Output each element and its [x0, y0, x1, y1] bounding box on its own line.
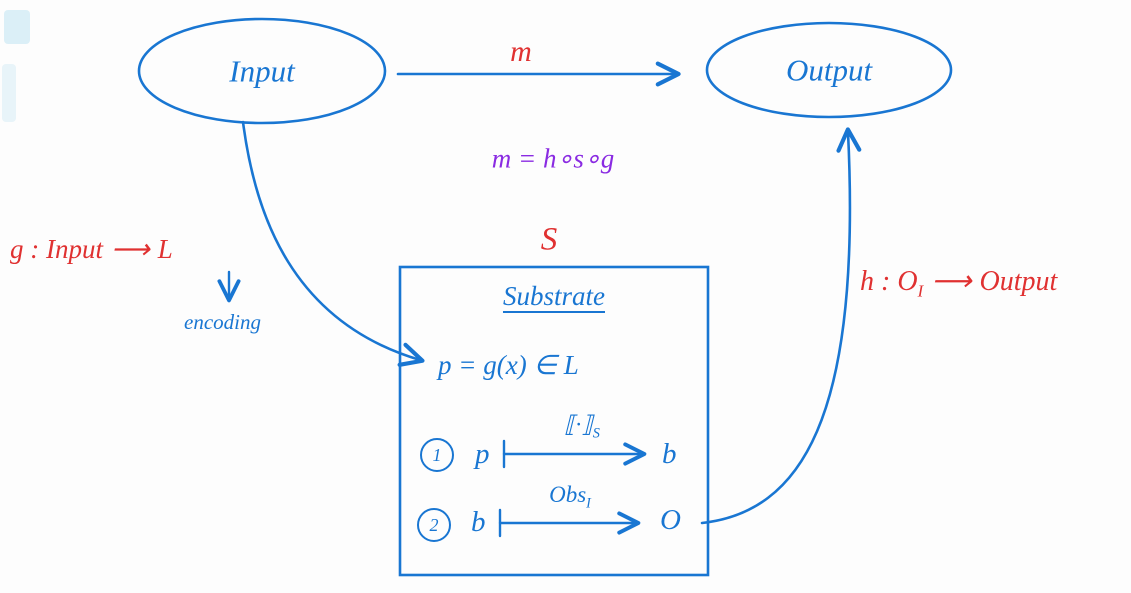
step2-from: b — [471, 506, 486, 538]
m-arrow-label: m — [510, 35, 532, 68]
decoding-curve-arrow — [700, 127, 862, 525]
stray-mark — [2, 64, 16, 122]
step1-arrow-label-main: ⟦·⟧ — [564, 412, 593, 438]
decoder-signature: h : OI ⟶Output — [860, 268, 1057, 300]
decoder-codomain: Output — [979, 266, 1058, 297]
substrate-box-outline — [398, 265, 710, 577]
step2-number-text: 2 — [429, 514, 439, 535]
right-arrow-icon: ⟶ — [110, 234, 150, 264]
step1-number: 1 — [420, 438, 454, 472]
decoder-fn-sub: I — [917, 281, 924, 301]
encoder-signature: g : Input⟶L — [10, 236, 173, 263]
step1-from: p — [475, 438, 490, 470]
composition-equation: m = h∘s∘g — [491, 143, 615, 174]
decoder-fn: h : O — [860, 266, 918, 297]
encoder-codomain: L — [157, 234, 173, 264]
step1-arrow-label: ⟦·⟧S — [564, 413, 600, 441]
encoder-fn: g : Input — [10, 234, 103, 264]
substrate-title: Substrate — [502, 281, 605, 311]
output-ellipse — [705, 21, 953, 119]
step1-arrow-label-sub: S — [592, 425, 600, 442]
step2-number: 2 — [417, 508, 451, 542]
substrate-tag: S — [540, 221, 558, 258]
encoding-curve-arrow — [241, 120, 425, 367]
encoding-note: encoding — [184, 310, 261, 334]
step2-to: O — [660, 504, 681, 536]
substrate-line1: p = g(x) ∈ L — [438, 350, 579, 380]
step1-number-text: 1 — [432, 444, 442, 465]
input-ellipse — [137, 17, 387, 125]
right-arrow-icon: ⟶ — [931, 266, 972, 297]
step2-arrow-label: ObsI — [549, 483, 591, 511]
step2-arrow-label-main: Obs — [549, 482, 587, 508]
step2-arrow-label-sub: I — [586, 495, 591, 512]
input-node-label: Input — [229, 53, 295, 89]
output-node-label: Output — [785, 52, 873, 88]
stray-mark — [4, 10, 30, 44]
step1-to: b — [662, 438, 677, 470]
